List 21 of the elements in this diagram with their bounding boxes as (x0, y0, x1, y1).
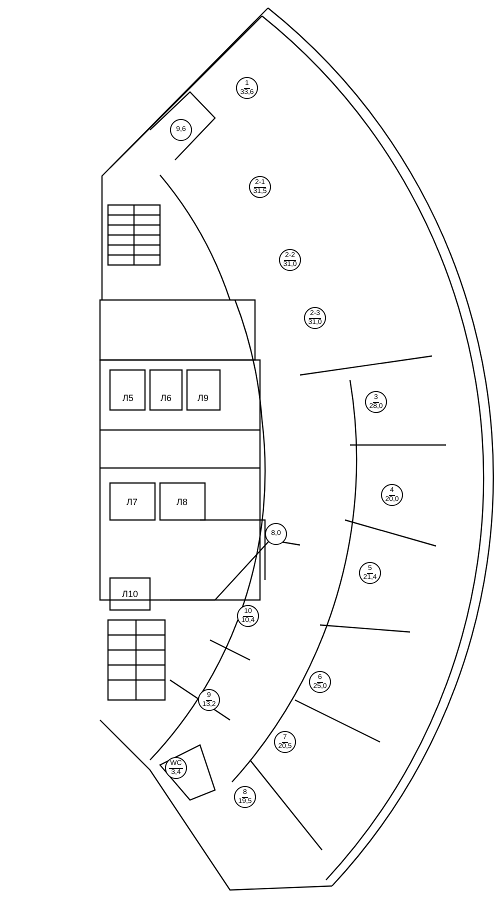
room-marker (279, 249, 301, 271)
elevator-label: Л8 (176, 497, 188, 507)
room-marker (309, 671, 331, 693)
room-marker (198, 689, 220, 711)
elevator-label: Л7 (126, 497, 138, 507)
room-marker (274, 731, 296, 753)
room-marker (365, 391, 387, 413)
room-marker (165, 757, 187, 779)
elevator-label: Л10 (121, 589, 139, 599)
room-marker (236, 77, 258, 99)
room-marker (381, 484, 403, 506)
elevator-label: Л6 (160, 393, 172, 403)
room-marker (249, 176, 271, 198)
elevator-label: Л9 (196, 393, 210, 403)
elevator-label: Л5 (122, 393, 134, 403)
room-marker (265, 523, 287, 545)
room-marker (359, 562, 381, 584)
room-marker (237, 605, 259, 627)
room-marker (234, 786, 256, 808)
room-marker (304, 307, 326, 329)
room-marker (170, 119, 192, 141)
